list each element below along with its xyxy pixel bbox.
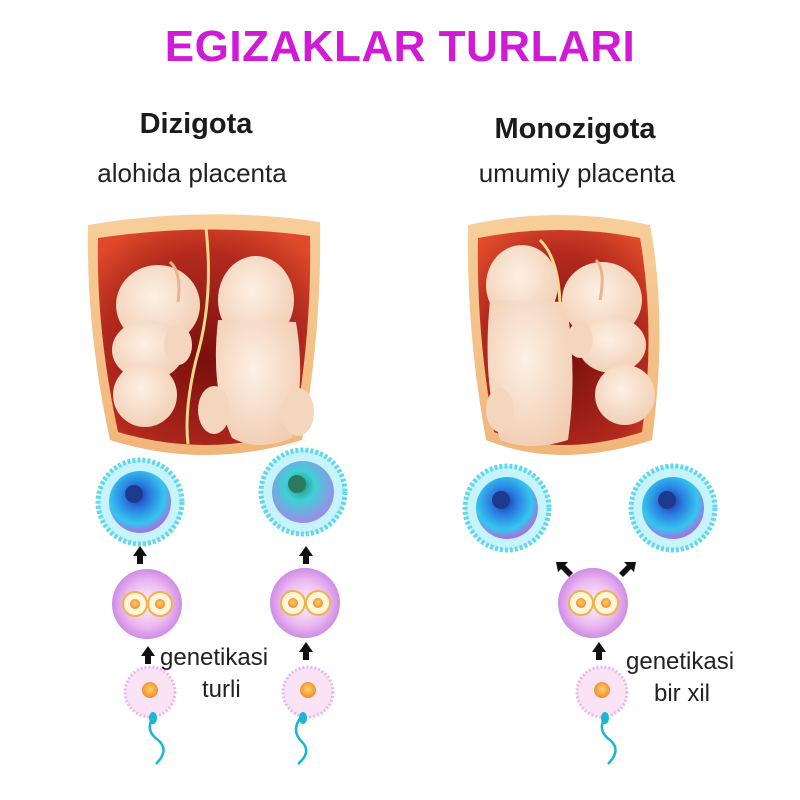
monozygotic-genetics-line2: bir xil bbox=[654, 680, 711, 707]
dizygotic-egg-right bbox=[281, 665, 335, 765]
dizygotic-twin-left bbox=[112, 260, 200, 427]
dizygotic-uterus bbox=[87, 214, 321, 455]
dizygotic-egg-left bbox=[123, 665, 177, 765]
sperm-icon bbox=[148, 715, 165, 765]
page-title: EGIZAKLAR TURLARI bbox=[164, 22, 636, 71]
monozygotic-title: Monozigota bbox=[494, 113, 656, 145]
arrow-diag-left bbox=[556, 562, 573, 577]
monozygotic-subtitle: umumiy placenta bbox=[478, 158, 676, 188]
dizygotic-cell-left bbox=[95, 457, 185, 547]
arrow-up-right-lower bbox=[299, 642, 313, 660]
dizygotic-title: Dizigota bbox=[139, 108, 253, 140]
arrow-up-right bbox=[299, 546, 313, 564]
monozygotic-cell-left bbox=[462, 463, 552, 553]
dizygotic-zygote-right bbox=[270, 568, 340, 638]
monozygotic-genetics-line1: genetikasi bbox=[626, 648, 735, 675]
monozygotic-uterus bbox=[467, 215, 660, 455]
dizygotic-twin-right bbox=[198, 256, 314, 445]
dizygotic-genetics-line2: turli bbox=[202, 676, 241, 703]
arrows bbox=[133, 546, 636, 664]
monozygotic-genetics-label: genetikasi bir xil bbox=[626, 646, 734, 710]
arrow-up-left bbox=[133, 546, 147, 564]
dizygotic-subtitle: alohida placenta bbox=[97, 158, 287, 188]
monozygotic-twin-left bbox=[486, 245, 573, 446]
arrow-up-left-lower bbox=[141, 646, 155, 664]
monozygotic-cell-right bbox=[628, 463, 718, 553]
dizygotic-cell-right bbox=[258, 447, 348, 537]
dizygotic-zygote-left bbox=[112, 569, 182, 639]
monozygotic-zygote bbox=[558, 568, 628, 638]
sperm-icon bbox=[600, 715, 617, 765]
arrow-diag-right bbox=[619, 562, 636, 577]
dizygotic-genetics-line1: genetikasi bbox=[160, 644, 269, 671]
arrow-up-mono-lower bbox=[592, 642, 606, 660]
sperm-icon bbox=[294, 715, 308, 765]
dizygotic-genetics-label: genetikasi turli bbox=[160, 642, 268, 706]
monozygotic-egg bbox=[575, 665, 629, 765]
monozygotic-twin-right bbox=[562, 258, 655, 425]
